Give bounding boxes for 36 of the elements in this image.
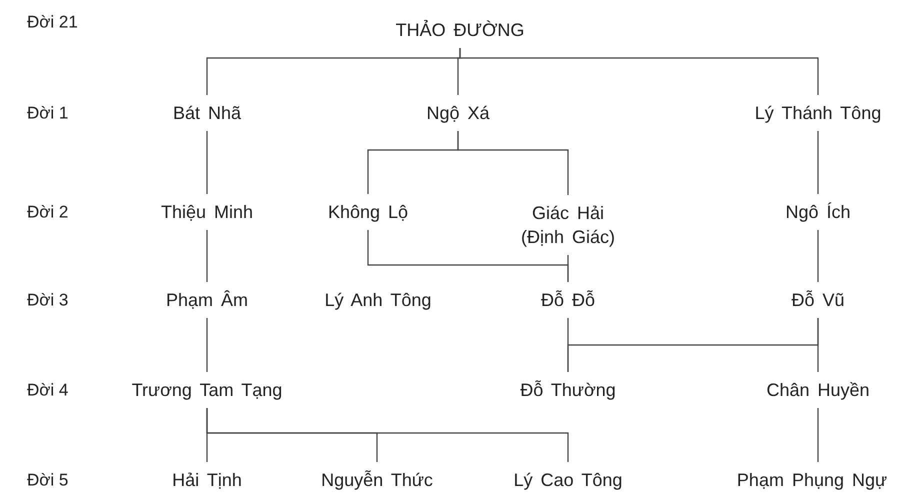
- name-label: Đỗ Đỗ: [540, 282, 596, 318]
- generation-label: Đời 21: [27, 11, 78, 34]
- lineage-line: [206, 131, 208, 194]
- name-label: Ngộ Xá: [426, 95, 490, 131]
- name-label: Phạm Phụng Ngự: [736, 462, 888, 498]
- name-label: THẢO ĐƯỜNG: [396, 12, 524, 48]
- name-label: Đỗ Thường: [520, 372, 616, 408]
- lineage-line: [817, 408, 819, 462]
- lineage-line: [206, 408, 569, 462]
- lineage-line: [206, 318, 208, 372]
- lineage-line: [567, 255, 569, 282]
- name-label: Nguyễn Thức: [321, 462, 433, 498]
- lineage-line: [817, 230, 819, 282]
- name-label: Lý Anh Tông: [324, 282, 432, 318]
- generation-label: Đời 4: [27, 379, 68, 402]
- generation-label: Đời 3: [27, 289, 68, 312]
- lineage-line: [457, 131, 569, 195]
- name-label: Trương Tam Tạng: [132, 372, 282, 408]
- name-label: Bát Nhã: [172, 95, 242, 131]
- name-label: Không Lộ: [328, 194, 408, 230]
- lineage-line: [817, 131, 819, 194]
- name-label: Ngô Ích: [785, 194, 851, 230]
- name-label: Chân Huyền: [766, 372, 870, 408]
- name-label: Phạm Âm: [166, 282, 248, 318]
- lineage-line: [459, 48, 819, 95]
- generation-label: Đời 2: [27, 201, 68, 224]
- generation-label: Đời 1: [27, 102, 68, 124]
- name-label: Lý Cao Tông: [514, 462, 622, 498]
- name-label: Lý Thánh Tông: [754, 95, 882, 131]
- generation-label: Đời 5: [27, 469, 68, 492]
- lineage-line: [567, 318, 819, 372]
- lineage-line: [206, 230, 208, 282]
- name-label: Hải Tịnh: [172, 462, 242, 498]
- name-label: Thiệu Minh: [160, 194, 254, 230]
- name-label: Đỗ Vũ: [791, 282, 845, 318]
- name-label: Giác Hải (Định Giác): [508, 195, 628, 255]
